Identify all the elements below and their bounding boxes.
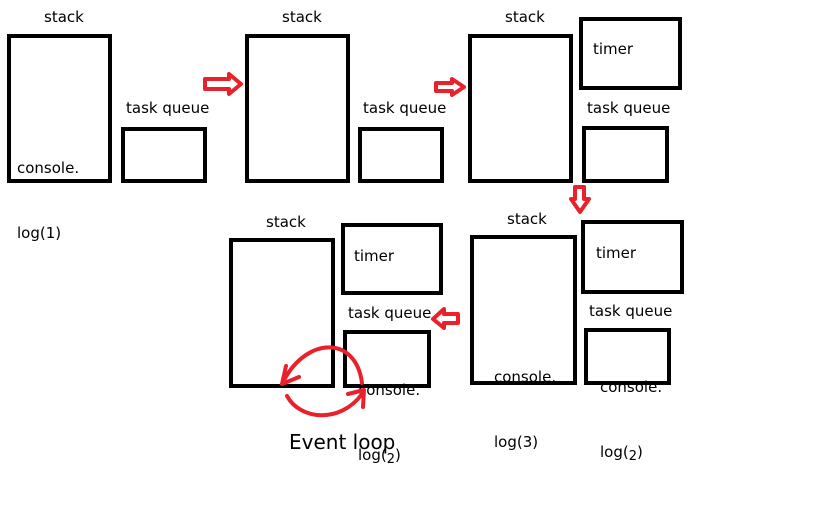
task-queue-4-content: console. log(2) [358,336,420,510]
stack-label-3: stack [505,8,545,26]
queue-4-line-2: log(2) [358,445,420,467]
task-queue-box-2 [358,127,444,183]
queue-4-line-1: console. [358,380,421,399]
task-queue-label-4: task queue [348,304,432,322]
queue-4-arg: 2 [386,451,395,467]
queue-5-line-1: console. [600,377,663,396]
queue-5-arg: 2 [628,448,637,464]
right-arrow-icon-2 [434,77,466,97]
timer-box-3: timer [579,17,682,90]
stack-5-line-1: console. [494,367,557,386]
timer-box-4: timer [341,223,443,295]
timer-4-label: timer [354,247,395,265]
stack-label-1: stack [44,8,84,26]
task-queue-box-3 [582,126,669,183]
stack-1-line-1: console. [17,158,80,177]
queue-5-fn: log( [600,442,629,461]
stack-1-line-2: log(1) [17,223,62,242]
task-queue-label-2: task queue [363,99,447,117]
stack-5-line-2: log(3) [494,432,539,451]
task-queue-label-3: task queue [587,99,671,117]
queue-4-close: ) [395,445,401,464]
right-arrow-icon-1 [203,72,243,96]
task-queue-box-1 [121,127,207,183]
timer-box-5: timer [581,220,684,294]
stack-box-3 [468,34,573,183]
timer-5-label: timer [596,244,637,262]
queue-5-line-2: log(2) [600,442,662,464]
timer-3-label: timer [593,40,634,58]
stack-box-5: console. log(3) [470,235,577,451]
task-queue-5-content: console. log(2) [600,333,662,507]
stack-box-4 [229,238,335,388]
task-queue-label-1: task queue [126,99,210,117]
stack-label-2: stack [282,8,322,26]
stack-box-2 [245,34,350,183]
queue-5-close: ) [637,442,643,461]
queue-4-fn: log( [358,445,387,464]
event-loop-label: Event loop [289,430,396,454]
down-arrow-icon [569,185,591,214]
stack-1-content: console. log(1) [17,114,79,288]
stack-box-1: console. log(1) [7,34,112,242]
task-queue-label-5: task queue [589,302,673,320]
task-queue-box-4: console. log(2) [343,330,431,467]
stack-5-content: console. log(3) [494,323,556,497]
event-loop-arc-bottom [285,392,364,418]
left-arrow-icon [431,307,460,330]
stack-label-4: stack [266,213,306,231]
task-queue-box-5: console. log(2) [584,328,671,464]
stack-label-5: stack [507,210,547,228]
